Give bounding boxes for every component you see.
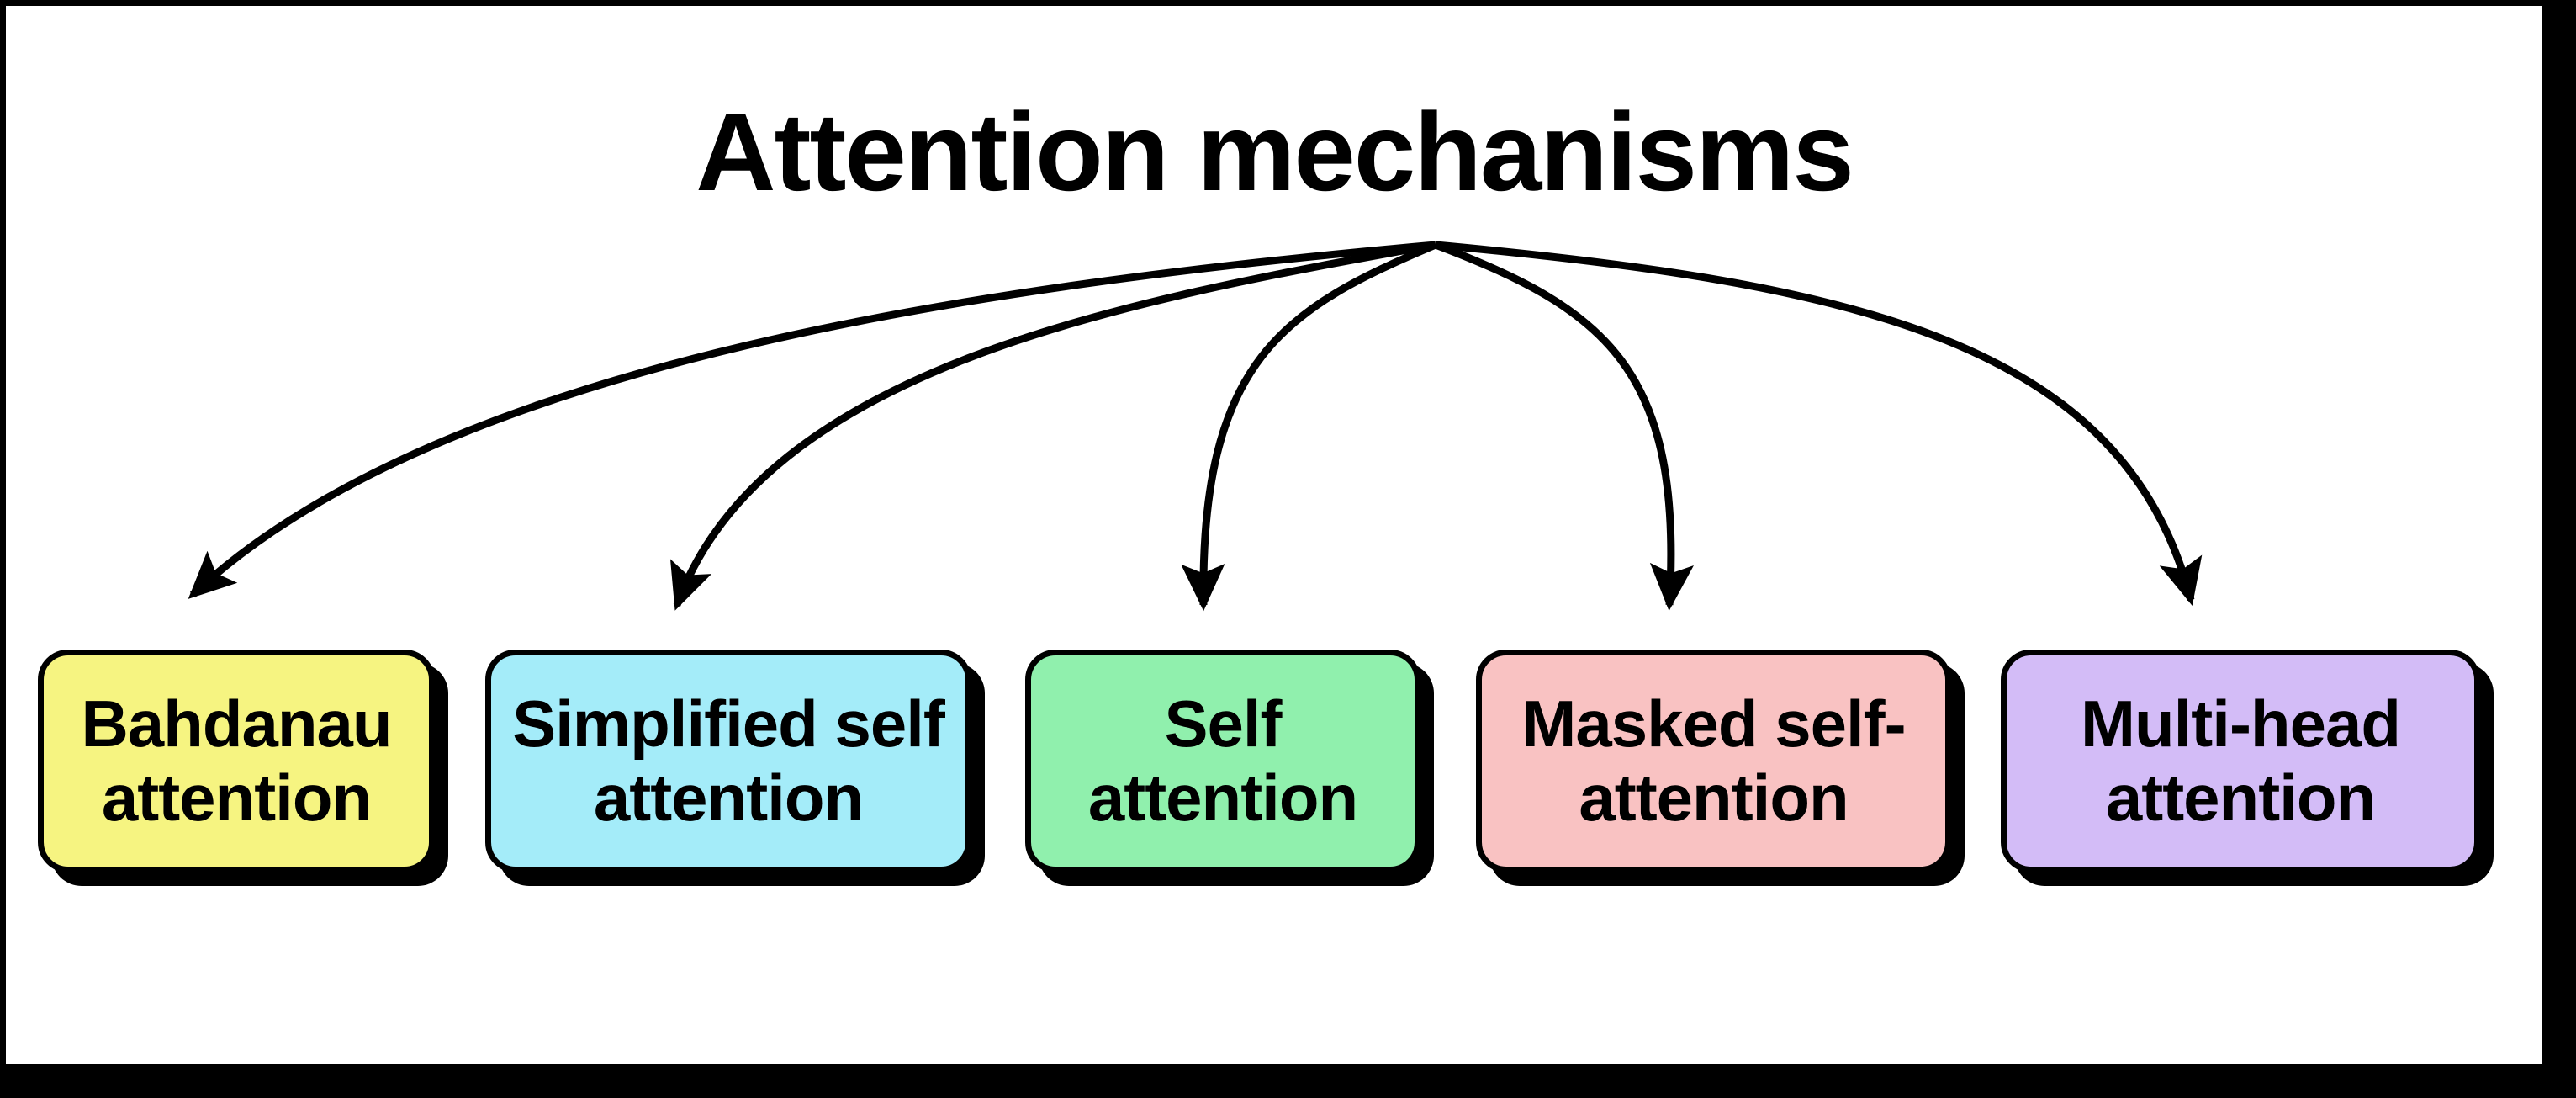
- node-simplified-self-attention[interactable]: Simplified self attention: [485, 650, 971, 873]
- node-multi-head-attention[interactable]: Multi-head attention: [2001, 650, 2480, 873]
- edge-root-to-bahdanau-attention: [188, 241, 1436, 599]
- edge-root-to-simplified-self-attention: [670, 241, 1436, 611]
- node-bahdanau-attention[interactable]: Bahdanau attention: [38, 650, 435, 873]
- node-masked-self-attention[interactable]: Masked self- attention: [1476, 650, 1951, 873]
- node-label-masked-self-attention: Masked self- attention: [1521, 687, 1906, 835]
- node-self-attention[interactable]: Self attention: [1025, 650, 1420, 873]
- diagram-canvas: Attention mechanisms Bahdanau attention …: [6, 6, 2542, 1064]
- diagram-title: Attention mechanisms: [696, 90, 1854, 214]
- node-row: Bahdanau attention Simplified self atten…: [6, 650, 2542, 902]
- edge-root-to-multi-head-attention: [1435, 241, 2203, 606]
- node-label-bahdanau-attention: Bahdanau attention: [81, 687, 392, 835]
- node-label-simplified-self-attention: Simplified self attention: [512, 687, 945, 835]
- edge-root-to-self-attention: [1181, 241, 1437, 612]
- node-label-self-attention: Self attention: [1087, 687, 1358, 835]
- edge-root-to-masked-self-attention: [1434, 241, 1694, 612]
- node-label-multi-head-attention: Multi-head attention: [2081, 687, 2401, 835]
